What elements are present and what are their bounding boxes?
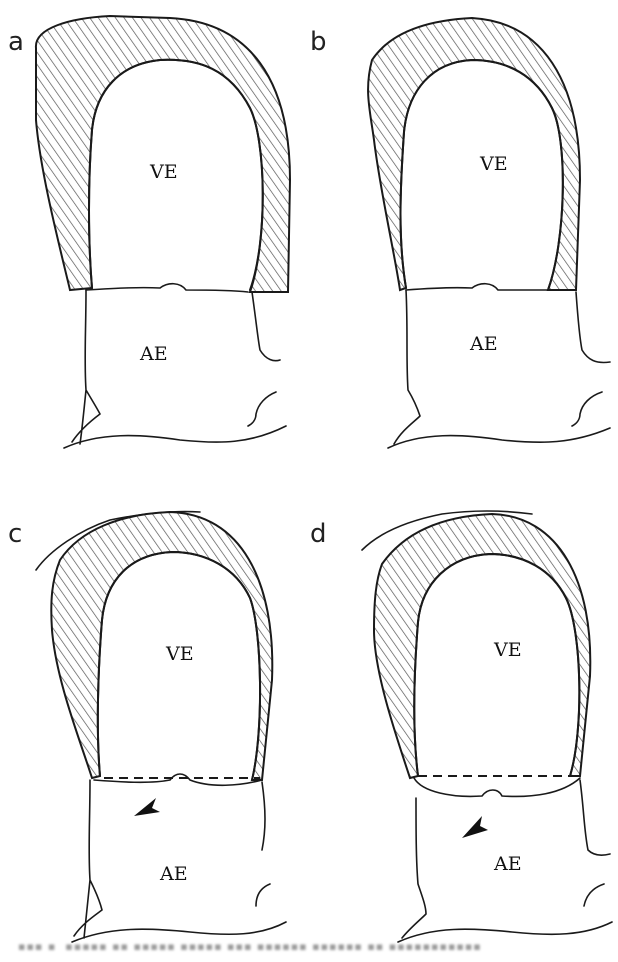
panel-b: b VE AE [310, 18, 610, 448]
visceral-endoderm-outline [98, 552, 260, 780]
region-label-ae: AE [139, 343, 168, 365]
figure-caption-illegible: ▪▪▪ ▪ ▪▪▪▪▪ ▪▪ ▪▪▪▪▪ ▪▪▪▪▪ ▪▪▪ ▪▪▪▪▪▪ ▪▪… [18, 940, 608, 956]
embryo-side-right [248, 292, 280, 426]
embryo-side-right [256, 782, 270, 906]
panel-a: a VE AE [8, 16, 290, 448]
panel-d: d VE AE [310, 511, 612, 942]
region-label-ae: AE [493, 853, 522, 875]
embryo-side-left [72, 290, 100, 444]
region-label-ve: VE [493, 639, 522, 661]
embryo-side-left [402, 798, 426, 938]
arrowhead-icon [134, 798, 160, 816]
region-label-ve: VE [149, 161, 178, 183]
region-label-ve: VE [479, 153, 508, 175]
region-label-ae: AE [159, 863, 188, 885]
visceral-endoderm-outline [414, 554, 579, 776]
lower-membrane [64, 426, 286, 448]
panel-label-c: c [8, 519, 22, 549]
ectoplacental-layer [374, 514, 590, 778]
ectoplacental-layer [36, 16, 290, 292]
region-label-ve: VE [165, 643, 194, 665]
basement-boundary [86, 284, 248, 292]
visceral-endoderm-outline [401, 60, 563, 290]
embryo-side-right [572, 292, 610, 426]
lower-membrane [398, 922, 612, 942]
lower-membrane [72, 922, 286, 942]
region-label-ae: AE [469, 333, 498, 355]
lower-membrane [388, 428, 610, 448]
embryo-side-left [74, 780, 102, 938]
panel-label-d: d [310, 519, 327, 549]
embryo-side-left [394, 290, 420, 444]
ectoplacental-layer [368, 18, 580, 290]
panel-label-a: a [8, 27, 24, 57]
arrowhead-icon [462, 816, 488, 838]
panel-c: c VE AE [8, 511, 286, 942]
panel-label-b: b [310, 27, 327, 57]
lowered-boundary [94, 774, 262, 785]
lowered-boundary [414, 778, 580, 796]
embryo-side-right [580, 780, 610, 906]
